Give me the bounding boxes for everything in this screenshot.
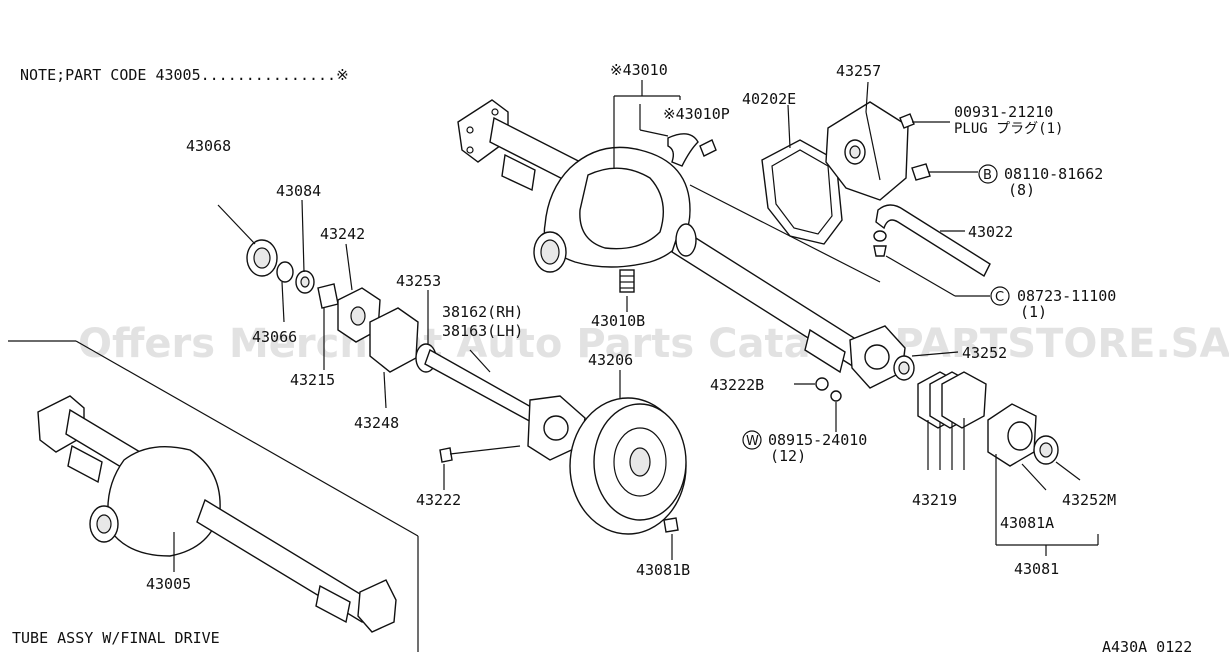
label-plug: PLUG プラグ(1) (954, 121, 1063, 137)
c-circle-icon (990, 286, 1010, 306)
label-43068: 43068 (186, 137, 231, 155)
nut-43222b (815, 377, 829, 391)
separator (8, 340, 419, 652)
axle-housing-main (457, 99, 906, 389)
label-b-circle: B (983, 168, 992, 183)
label-43081: 43081 (1014, 560, 1059, 578)
label-43206: 43206 (588, 351, 633, 369)
label-43010b: 43010B (591, 312, 645, 330)
leader-lines (173, 80, 1099, 572)
label-43253: 43253 (396, 272, 441, 290)
label-43005: 43005 (146, 575, 191, 593)
label-08110-qty: (8) (1008, 181, 1035, 199)
label-w-circle: W (746, 434, 759, 449)
label-08110: 08110-81662 (1004, 165, 1103, 183)
diagram-code: A430A 0122 (1102, 638, 1192, 656)
label-08723: 08723-11100 (1017, 287, 1116, 305)
label-43010: ※43010 (610, 61, 668, 79)
label-08915-qty: (12) (770, 447, 806, 465)
watermark: Offers Merchant Auto Parts Catalog PARTS… (78, 321, 1229, 367)
label-c-circle: C (995, 290, 1004, 305)
axle-shaft (415, 343, 586, 461)
label-43081b: 43081B (636, 561, 690, 579)
label-40202e: 40202E (742, 90, 796, 108)
label-38162: 38162(RH) (442, 303, 523, 321)
b-circle-icon (978, 164, 998, 184)
cover-43257 (825, 101, 931, 201)
bearing-43084 (295, 270, 315, 294)
label-43248: 43248 (354, 414, 399, 432)
shims-43219 (917, 371, 987, 429)
part-code-note: NOTE;PART CODE 43005...............※ (20, 66, 349, 84)
bearing-cage-43081a (987, 403, 1037, 467)
label-43219: 43219 (912, 491, 957, 509)
seal-43252m (1033, 435, 1059, 465)
brake-drum-43206 (569, 397, 687, 535)
label-43215: 43215 (290, 371, 335, 389)
label-08723-qty: (1) (1020, 303, 1047, 321)
label-43022: 43022 (968, 223, 1013, 241)
label-38163: 38163(LH) (442, 322, 523, 340)
label-08915: 08915-24010 (768, 431, 867, 449)
bolt-43222 (439, 445, 521, 463)
label-43252: 43252 (962, 344, 1007, 362)
breather-hose-43022 (873, 204, 991, 278)
gasket-40202e (761, 139, 843, 245)
tube-assy-43005 (37, 395, 397, 633)
part-labels: ※43010 ※43010P 40202E 43257 00931-21210 … (146, 61, 1116, 593)
label-43222: 43222 (416, 491, 461, 509)
label-43257: 43257 (836, 62, 881, 80)
label-00931: 00931-21210 (954, 103, 1053, 121)
label-43222b: 43222B (710, 376, 764, 394)
cone-43215 (317, 283, 339, 309)
label-43081a: 43081A (1000, 514, 1054, 532)
washer-08915 (830, 390, 842, 402)
seal-43068 (246, 239, 278, 277)
label-43242: 43242 (320, 225, 365, 243)
seal-43252 (893, 355, 915, 381)
w-circle-icon (742, 430, 762, 450)
label-43084: 43084 (276, 182, 321, 200)
label-43010p: ※43010P (663, 105, 730, 123)
tube-assy-caption: TUBE ASSY W/FINAL DRIVE (12, 629, 220, 647)
label-43252m: 43252M (1062, 491, 1116, 509)
label-43066: 43066 (252, 328, 297, 346)
spacer-43066 (276, 261, 294, 283)
